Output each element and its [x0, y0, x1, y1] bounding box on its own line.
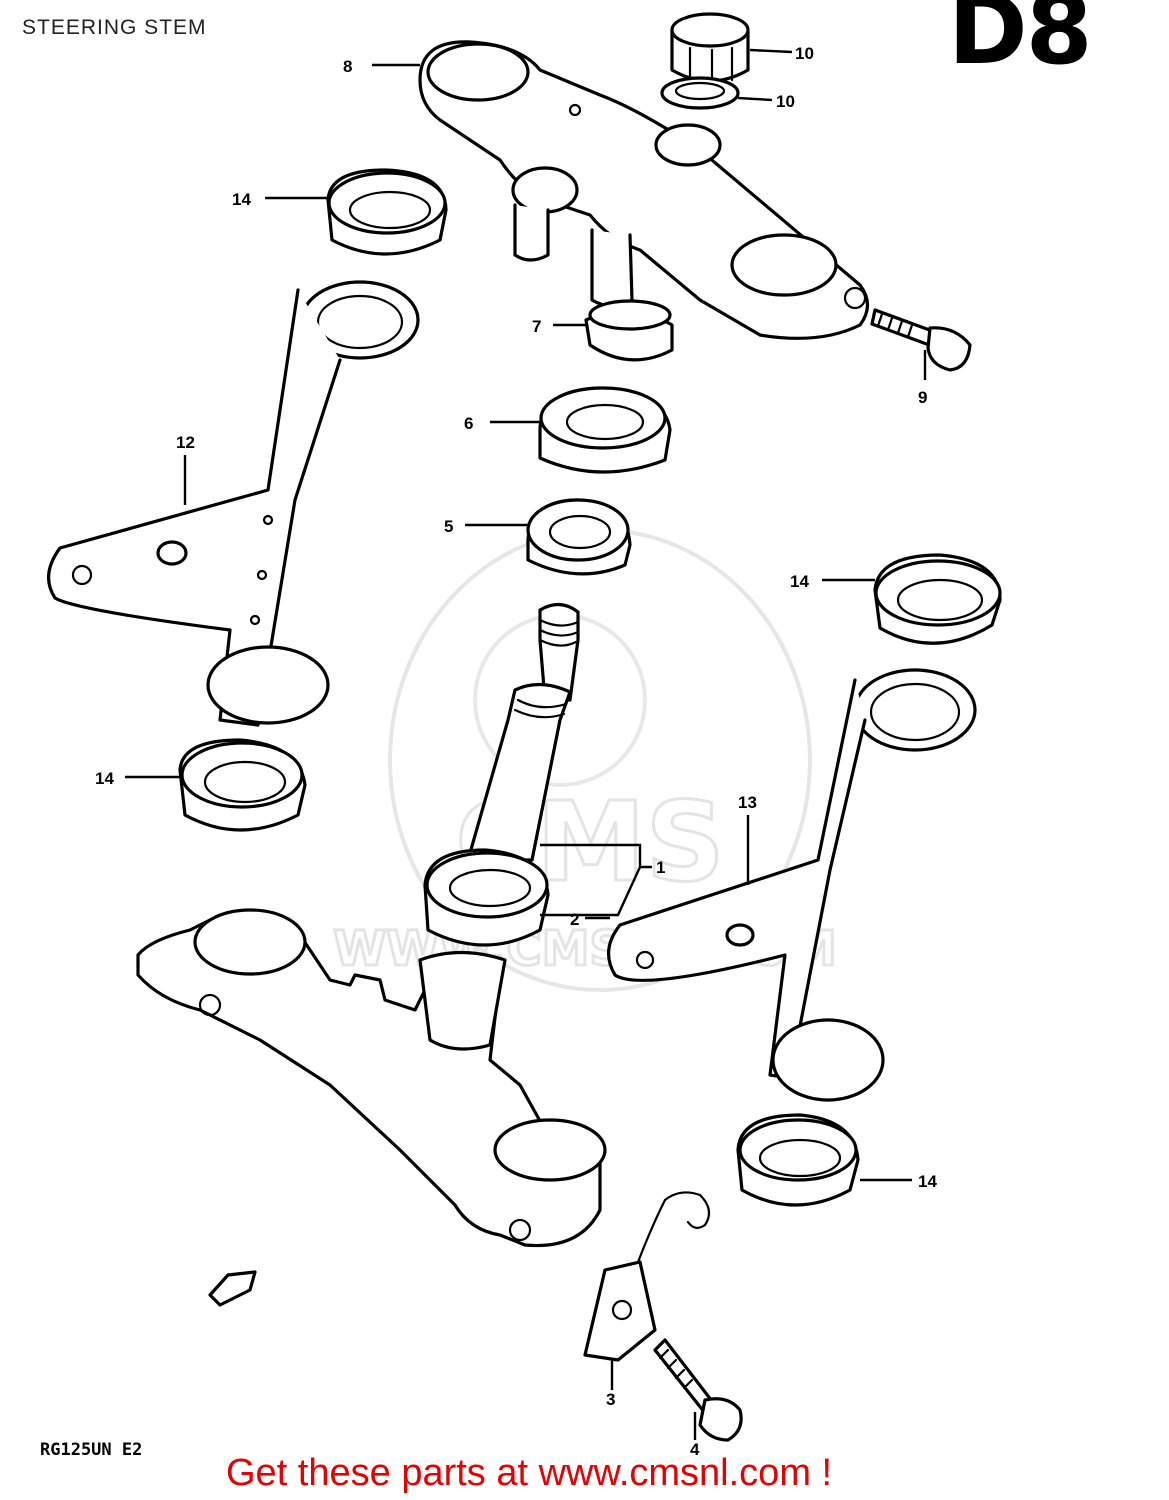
part-7-steering-nut[interactable] — [584, 299, 674, 362]
callout-9[interactable]: 9 — [918, 388, 927, 407]
callout-14-lower-right[interactable]: 14 — [918, 1172, 937, 1191]
part-12-left-bracket[interactable] — [47, 280, 420, 727]
callout-6[interactable]: 6 — [464, 414, 473, 433]
part-1-steering-stem[interactable] — [136, 602, 607, 1248]
callout-1[interactable]: 1 — [656, 858, 665, 877]
callout-labels: 8 10 10 14 7 9 6 5 12 14 14 13 1 2 14 3 … — [95, 44, 937, 1459]
callout-3[interactable]: 3 — [606, 1390, 615, 1409]
page-title: STEERING STEM — [22, 16, 207, 39]
callout-5[interactable]: 5 — [444, 517, 453, 536]
leader-lines — [125, 48, 927, 1440]
part-4-bolt[interactable] — [653, 1338, 743, 1442]
part-14-seal-upper-left[interactable] — [326, 168, 448, 256]
callout-7[interactable]: 7 — [532, 317, 541, 336]
front-direction-arrow — [208, 1270, 257, 1307]
callout-12[interactable]: 12 — [176, 433, 195, 452]
part-6-dust-seal[interactable] — [538, 386, 672, 474]
callout-10[interactable]: 10 — [776, 92, 795, 111]
part-14-seal-lower-left[interactable] — [178, 738, 307, 832]
part-5-bearing[interactable] — [526, 498, 632, 576]
part-11-cap-nut[interactable] — [670, 12, 750, 86]
callout-14-upper-left[interactable]: 14 — [232, 190, 251, 209]
model-code: RG125UN E2 — [40, 1440, 143, 1460]
part-14-seal-lower-right[interactable] — [736, 1113, 860, 1207]
part-14-seal-right[interactable] — [873, 553, 1002, 645]
part-9-bolt[interactable] — [870, 308, 972, 372]
part-2-lower-bearing[interactable] — [423, 848, 550, 947]
callout-13[interactable]: 13 — [738, 793, 757, 812]
callout-8[interactable]: 8 — [343, 57, 352, 76]
group-code: D8 — [948, 0, 1092, 86]
callout-14-right[interactable]: 14 — [790, 572, 809, 591]
callout-2[interactable]: 2 — [570, 910, 579, 929]
callout-11[interactable]: 10 — [795, 44, 814, 63]
footer-call-to-action[interactable]: Get these parts at www.cmsnl.com ! — [226, 1452, 833, 1494]
part-8-upper-bracket[interactable] — [418, 40, 870, 340]
callout-14-lower-left[interactable]: 14 — [95, 769, 114, 788]
part-3-spring-clip[interactable] — [583, 1191, 711, 1362]
part-13-right-bracket[interactable] — [607, 668, 977, 1102]
callout-4[interactable]: 4 — [690, 1440, 700, 1459]
part-10-washer[interactable] — [660, 76, 740, 110]
